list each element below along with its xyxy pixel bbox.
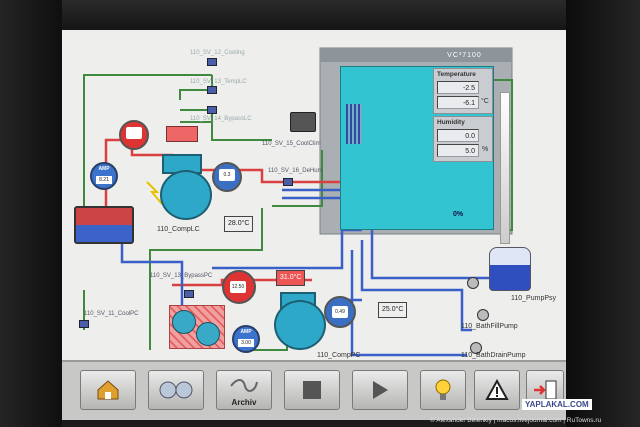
bath-drain-pump-label: 110_BathDrainPump: [461, 352, 526, 359]
valve-sv16-label: 110_SV_16_DeHum: [268, 168, 323, 174]
temp-lc: 28.0°C: [224, 216, 254, 232]
temperature-panel: Temperature -2.5 -6.1 °C: [433, 68, 493, 114]
pressure-gauge-pc-high-value: 12.50: [230, 281, 246, 293]
pressure-gauge-pc-low: 0.49: [324, 296, 356, 328]
condenser-fan-1: [172, 310, 196, 334]
humidity-panel: Humidity 0.0 5.0 %: [433, 116, 493, 162]
play-button[interactable]: [352, 370, 408, 410]
amp-meter-bottom-value: 3.00: [238, 339, 254, 347]
chamber-title: VC³7100: [447, 52, 482, 59]
monitor-bezel-right: [566, 0, 640, 427]
stop-icon: [303, 381, 321, 399]
level-scale: [500, 92, 510, 244]
home-button[interactable]: [80, 370, 136, 410]
valve-sv14-label: 110_SV_14_BypassLC: [190, 116, 252, 122]
pressure-gauge-pc-high: 12.50: [222, 270, 256, 304]
temperature-panel-title: Temperature: [437, 71, 476, 78]
climate-unit: [290, 112, 316, 132]
humidity-panel-title: Humidity: [437, 119, 465, 126]
archiv-button[interactable]: Archiv: [216, 370, 272, 410]
hmi-screen: VC³7100 0% Temperature -2.5 -6.1 °C Humi…: [62, 30, 566, 420]
temperature-setpoint[interactable]: -2.5: [437, 81, 479, 94]
humidity-unit: %: [482, 146, 489, 153]
lightbulb-icon: [435, 379, 451, 400]
monitor-bezel-left: [0, 0, 62, 427]
amp-meter-bottom: AMP 3.00: [232, 325, 260, 353]
warning-icon: [485, 379, 509, 400]
bath-drain-pump[interactable]: [470, 342, 482, 354]
valve-sv12-label: 110_SV_12_Cooling: [190, 50, 245, 56]
valve-sv13-label: 110_SV_13_TempLC: [190, 79, 247, 85]
archive-icon: [230, 379, 258, 393]
amp-meter-top-value: 8.21: [96, 176, 112, 184]
amp-meter-bottom-label: AMP: [240, 329, 252, 335]
pressure-gauge-pc-low-value: 0.49: [332, 306, 348, 318]
compressor-lc[interactable]: [160, 170, 212, 220]
light-button[interactable]: [420, 370, 466, 410]
pressure-gauge-lc-value: 0.3: [219, 169, 235, 181]
compressor-lc-label: 110_CompLC: [157, 226, 200, 233]
amp-meter-top: AMP 8.21: [90, 162, 118, 190]
stop-button[interactable]: [284, 370, 340, 410]
water-tank: [489, 247, 531, 291]
refrigerant-receiver: [74, 206, 134, 244]
valve-sv14[interactable]: [207, 106, 217, 114]
compressor-pc-label: 110_CompPC: [317, 352, 361, 359]
pump-psy[interactable]: [467, 277, 479, 289]
valve-sv13pc[interactable]: [184, 290, 194, 298]
bath-fill-pump[interactable]: [477, 309, 489, 321]
exit-icon: [534, 380, 557, 400]
pump-psy-label: 110_PumpPsy: [511, 295, 557, 302]
evaporator-coil: [346, 104, 362, 144]
bath-fill-pump-label: 110_BathFillPump: [461, 323, 518, 330]
fans-icon: [159, 381, 193, 399]
valve-sv11-label: 110_SV_11_CoolPC: [84, 311, 139, 317]
temperature-actual: -6.1: [437, 96, 479, 109]
valve-sv12[interactable]: [207, 58, 217, 66]
play-icon: [373, 381, 388, 399]
process-diagram: VC³7100 0% Temperature -2.5 -6.1 °C Humi…: [62, 30, 566, 360]
temperature-unit: °C: [481, 98, 489, 105]
home-icon: [97, 380, 119, 400]
valve-sv16[interactable]: [283, 178, 293, 186]
condenser-fan-2: [196, 322, 220, 346]
hmi-toolbar: Archiv: [62, 360, 566, 420]
valve-sv15-label: 110_SV_15_CoolClim: [262, 141, 321, 147]
temp-pc-out: 25.0°C: [378, 302, 408, 318]
valve-sv13pc-label: 110_SV_13_BypassPC: [150, 273, 213, 279]
pressure-gauge-top: [119, 120, 149, 150]
humidity-setpoint[interactable]: 0.0: [437, 129, 479, 142]
monitor-bezel-top: [0, 0, 640, 30]
watermark: YAPLAKAL.COM: [522, 399, 592, 410]
pressure-gauge-top-face: [126, 127, 142, 139]
valve-sv13[interactable]: [207, 86, 217, 94]
fans-button[interactable]: [148, 370, 204, 410]
temp-pc-hot: 31.0°C: [276, 270, 306, 286]
chamber-level: 0%: [453, 211, 464, 218]
temp-display-top: [166, 126, 198, 142]
compressor-pc[interactable]: [274, 300, 326, 350]
pressure-gauge-lc: 0.3: [212, 162, 242, 192]
valve-sv11[interactable]: [79, 320, 89, 328]
alarm-button[interactable]: [474, 370, 520, 410]
amp-meter-top-label: AMP: [98, 166, 110, 172]
humidity-actual: 5.0: [437, 144, 479, 157]
archiv-button-label: Archiv: [231, 398, 257, 407]
photo-credit: © Alexander Belenkiy | macos.livejournal…: [430, 417, 602, 424]
